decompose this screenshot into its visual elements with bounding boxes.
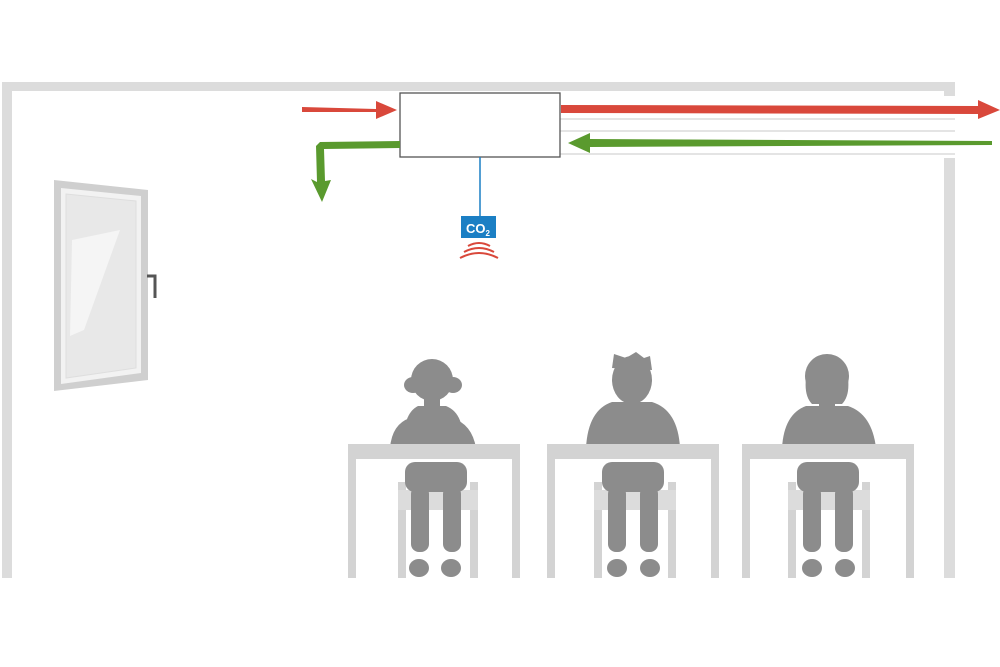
co2-sensor-label: CO2 [466,221,491,238]
window-handle-icon [147,274,157,298]
student-desk-2 [547,352,719,578]
person-silhouette-icon [390,359,476,577]
ceiling-wall [2,82,955,91]
person-silhouette-icon [586,352,680,577]
room-walls [2,82,955,578]
supply-air-out-arrow [561,100,1000,119]
person-silhouette-icon [782,354,876,577]
co2-label-sub: 2 [486,229,491,238]
student-desk-3 [742,354,914,578]
co2-label-main: CO [466,221,486,236]
ventilation-unit [399,92,561,158]
exhaust-air-out-arrow [311,141,400,202]
student-desk-1 [348,359,520,578]
window-icon [54,180,157,391]
left-wall [2,82,12,578]
supply-air-in-arrow [302,101,397,119]
wireless-signal-icon [459,242,499,259]
exhaust-air-in-arrow [568,133,992,153]
ventilation-duct [560,96,955,158]
co2-sensor-body [461,216,496,238]
right-wall [944,82,955,578]
co2-sensor-icon: CO2 [461,216,496,238]
